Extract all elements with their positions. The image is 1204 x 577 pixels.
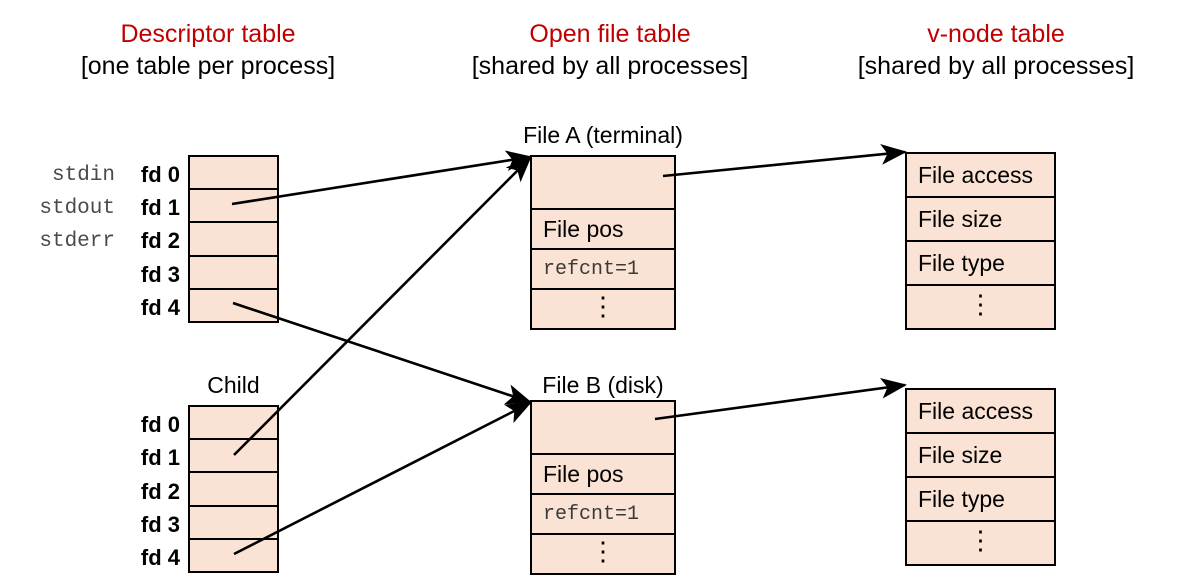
file-b-refcnt-label: refcnt=1 <box>543 502 640 526</box>
vnode-b-file-size-label: File size <box>918 441 1003 468</box>
file-b-ellipsis: ⋮ <box>590 536 616 567</box>
vnode-b-file-access-label: File access <box>918 397 1034 424</box>
file-a-file-pos[interactable]: File pos <box>532 210 674 251</box>
child-fd-label-1: fd 1 <box>140 445 180 470</box>
vnode-a-file-type-label: File type <box>918 249 1005 276</box>
parent-fd-slot-4[interactable] <box>190 290 277 321</box>
child-fd-label-4: fd 4 <box>140 545 180 570</box>
file-b-vnode-pointer-slot[interactable] <box>532 402 674 456</box>
vnode-table-a[interactable]: File access File size File type ⋮ <box>905 152 1056 330</box>
vnode-a-file-access-label: File access <box>918 161 1034 188</box>
file-a-file-pos-label: File pos <box>543 215 624 242</box>
caption-file-a: File A (terminal) <box>523 122 683 148</box>
arrow-file-b-to-vnode-b <box>654 377 908 421</box>
heading-open-file-title: Open file table <box>529 20 691 48</box>
vnode-a-file-size[interactable]: File size <box>907 198 1054 242</box>
file-b-file-pos-label: File pos <box>543 460 624 487</box>
vnode-b-file-access[interactable]: File access <box>907 390 1054 434</box>
heading-descriptor-table: Descriptor table [one table per process] <box>18 18 398 82</box>
parent-fd-label-4: fd 4 <box>140 295 180 320</box>
file-a-ellipsis: ⋮ <box>590 291 616 322</box>
vnode-a-file-type[interactable]: File type <box>907 242 1054 286</box>
parent-fd-slot-1[interactable] <box>190 190 277 224</box>
heading-vnode-title: v-node table <box>927 20 1065 48</box>
file-a-refcnt[interactable]: refcnt=1 <box>532 250 674 291</box>
file-b-file-pos[interactable]: File pos <box>532 455 674 496</box>
vnode-b-file-type-label: File type <box>918 485 1005 512</box>
vnode-b-ellipsis: ⋮ <box>967 525 994 556</box>
label-stdin: stdin <box>51 164 115 187</box>
heading-open-file-table: Open file table [shared by all processes… <box>420 18 800 82</box>
vnode-a-file-size-label: File size <box>918 205 1003 232</box>
parent-fd-label-0: fd 0 <box>140 162 180 187</box>
descriptor-table-child[interactable] <box>188 405 279 573</box>
file-a-refcnt-label: refcnt=1 <box>543 257 640 281</box>
child-fd-slot-2[interactable] <box>190 473 277 507</box>
open-file-table-a[interactable]: File pos refcnt=1 ⋮ <box>530 155 676 330</box>
vnode-a-ellipsis: ⋮ <box>967 289 994 320</box>
child-fd-slot-0[interactable] <box>190 407 277 441</box>
label-stderr: stderr <box>39 230 115 253</box>
file-b-more-fields[interactable]: ⋮ <box>532 535 674 573</box>
caption-child-table: Child <box>207 372 260 398</box>
vnode-b-file-type[interactable]: File type <box>907 478 1054 522</box>
file-b-refcnt[interactable]: refcnt=1 <box>532 495 674 536</box>
heading-vnode-table: v-node table [shared by all processes] <box>805 18 1187 82</box>
child-fd-slot-4[interactable] <box>190 540 277 571</box>
parent-fd-slot-3[interactable] <box>190 257 277 290</box>
vnode-table-b[interactable]: File access File size File type ⋮ <box>905 388 1056 566</box>
parent-fd-label-1: fd 1 <box>140 195 180 220</box>
vnode-a-file-access[interactable]: File access <box>907 154 1054 198</box>
vnode-b-file-size[interactable]: File size <box>907 434 1054 478</box>
file-a-vnode-pointer-slot[interactable] <box>532 157 674 211</box>
label-stdout: stdout <box>39 197 115 220</box>
heading-vnode-subtitle: [shared by all processes] <box>857 52 1135 80</box>
descriptor-table-parent[interactable] <box>188 155 279 323</box>
parent-fd-slot-2[interactable] <box>190 223 277 257</box>
child-fd-slot-3[interactable] <box>190 507 277 540</box>
heading-descriptor-subtitle: [one table per process] <box>80 52 336 80</box>
child-fd-label-2: fd 2 <box>140 479 180 504</box>
vnode-b-more-fields[interactable]: ⋮ <box>907 522 1054 564</box>
vnode-a-more-fields[interactable]: ⋮ <box>907 286 1054 328</box>
parent-fd-label-2: fd 2 <box>140 228 180 253</box>
arrow-file-a-to-vnode-a <box>662 144 908 178</box>
parent-fd-slot-0[interactable] <box>190 157 277 191</box>
heading-open-file-subtitle: [shared by all processes] <box>471 52 749 80</box>
child-fd-label-3: fd 3 <box>140 512 180 537</box>
child-fd-label-0: fd 0 <box>140 412 180 437</box>
child-fd-slot-1[interactable] <box>190 440 277 474</box>
open-file-table-b[interactable]: File pos refcnt=1 ⋮ <box>530 400 676 575</box>
heading-descriptor-title: Descriptor table <box>120 20 296 48</box>
file-a-more-fields[interactable]: ⋮ <box>532 290 674 328</box>
parent-fd-label-3: fd 3 <box>140 262 180 287</box>
caption-file-b: File B (disk) <box>542 372 664 398</box>
